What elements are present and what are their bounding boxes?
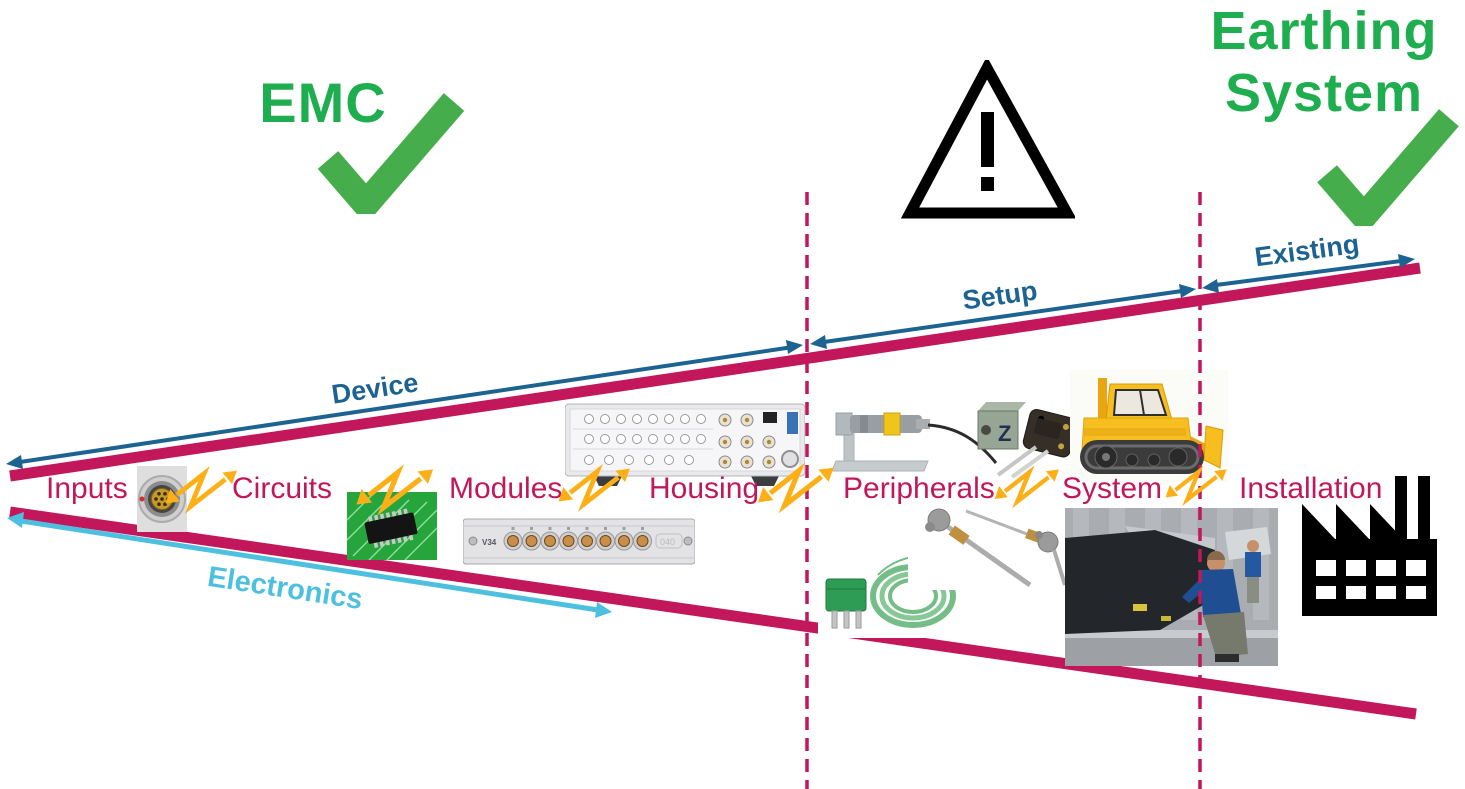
earthing-title-line1: Earthing [1210, 1, 1438, 61]
car-assembly-photo [1065, 508, 1278, 666]
zigzag-link-4 [758, 462, 834, 514]
zigzag-link-2 [356, 464, 434, 516]
thermocouple-probes-image [908, 505, 1068, 590]
zigzag-link-1 [165, 466, 237, 514]
earthing-title-line2: System [1224, 63, 1424, 123]
stage-label-housing: Housing [649, 472, 760, 505]
warning-triangle-icon [900, 60, 1075, 219]
zigzag-link-3 [558, 464, 630, 512]
device-arrow-label: Device [329, 367, 421, 410]
emc-title: EMC [259, 71, 387, 134]
stage-label-peripherals: Peripherals [843, 472, 995, 505]
module-left-text: V34 [482, 538, 497, 547]
electronics-arrow-label: Electronics [205, 560, 365, 617]
stage-label-system: System [1062, 472, 1163, 505]
existing-arrow-label: Existing [1252, 228, 1361, 273]
stage-label-modules: Modules [449, 472, 563, 505]
setup-arrow-label: Setup [960, 275, 1040, 316]
stage-label-inputs: Inputs [46, 472, 128, 505]
stage-label-installation: Installation [1239, 472, 1383, 505]
sensor-cube-letter: Z [998, 421, 1011, 446]
earthing-system-title: Earthing System [1185, 0, 1463, 124]
zigzag-link-6 [1165, 465, 1227, 507]
emc-checkmark-icon [318, 93, 464, 214]
module-panel-image: V34 040 [463, 518, 695, 565]
zigzag-link-5 [994, 465, 1059, 509]
earthing-checkmark-icon [1317, 109, 1459, 226]
module-right-text: 040 [660, 537, 675, 547]
